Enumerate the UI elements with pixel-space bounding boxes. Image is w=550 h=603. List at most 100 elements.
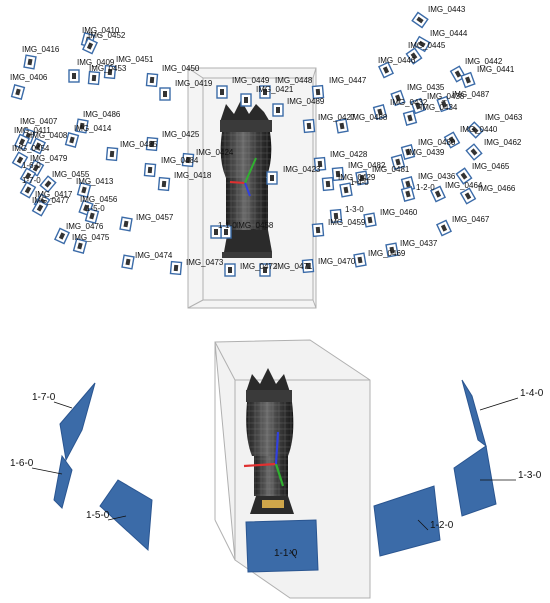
camera-frame-icon[interactable] bbox=[311, 222, 325, 238]
camera-frame-icon[interactable] bbox=[10, 84, 26, 100]
camera-frame-icon[interactable] bbox=[259, 85, 271, 99]
camera-frame-icon[interactable] bbox=[119, 216, 133, 232]
camera-frame-icon[interactable] bbox=[413, 35, 431, 53]
label-leader-line bbox=[289, 549, 297, 559]
camera-plane[interactable] bbox=[453, 445, 497, 517]
camera-frame-icon[interactable] bbox=[143, 162, 157, 178]
camera-frame-icon[interactable] bbox=[311, 84, 325, 100]
camera-label: IMG_0474 bbox=[135, 251, 173, 260]
camera-label: IMG_0467 bbox=[452, 215, 490, 224]
camera-frame-icon[interactable] bbox=[321, 176, 335, 192]
camera-frame-icon[interactable] bbox=[23, 54, 37, 70]
camera-frame-icon[interactable] bbox=[157, 176, 171, 192]
camera-frame-icon[interactable] bbox=[121, 254, 135, 270]
camera-frame-icon[interactable] bbox=[443, 131, 461, 149]
camera-frame-icon[interactable] bbox=[103, 64, 117, 80]
camera-frame-icon[interactable] bbox=[105, 146, 119, 162]
camera-frame-icon[interactable] bbox=[19, 181, 37, 199]
camera-plane[interactable] bbox=[373, 485, 441, 557]
camera-frame-icon[interactable] bbox=[400, 144, 416, 160]
camera-label: IMG_0436 bbox=[418, 172, 456, 181]
camera-label: IMG_0441 bbox=[477, 65, 515, 74]
camera-label: IMG_0476 bbox=[66, 222, 104, 231]
camera-label: IMG_0462 bbox=[484, 138, 522, 147]
camera-label: 1-3-0 bbox=[518, 470, 542, 481]
camera-frame-icon[interactable] bbox=[385, 242, 399, 258]
camera-frame-icon[interactable] bbox=[181, 152, 195, 168]
camera-frame-icon[interactable] bbox=[72, 238, 88, 254]
camera-frame-icon[interactable] bbox=[430, 185, 446, 203]
camera-frame-icon[interactable] bbox=[87, 70, 101, 86]
camera-frame-icon[interactable] bbox=[11, 151, 29, 169]
camera-frame-icon[interactable] bbox=[54, 227, 70, 245]
camera-frame-icon[interactable] bbox=[266, 171, 278, 185]
camera-label: IMG_0419 bbox=[175, 79, 213, 88]
camera-plane[interactable] bbox=[99, 479, 153, 552]
camera-plane[interactable] bbox=[245, 519, 319, 573]
camera-frame-icon[interactable] bbox=[145, 136, 159, 152]
camera-frame-icon[interactable] bbox=[466, 121, 484, 139]
camera-label: IMG_0486 bbox=[83, 110, 121, 119]
camera-label: IMG_0482 bbox=[348, 161, 386, 170]
camera-frame-icon[interactable] bbox=[436, 219, 452, 237]
camera-frame-icon[interactable] bbox=[224, 263, 236, 277]
camera-frame-icon[interactable] bbox=[410, 97, 426, 115]
camera-plane[interactable] bbox=[59, 382, 96, 462]
camera-label: IMG_0435 bbox=[407, 83, 445, 92]
camera-frame-icon[interactable] bbox=[313, 156, 327, 172]
camera-frame-icon[interactable] bbox=[400, 186, 416, 202]
camera-frame-icon[interactable] bbox=[411, 11, 429, 29]
camera-label: IMG_0447 bbox=[329, 76, 367, 85]
camera-label: 1-5-0 bbox=[86, 204, 105, 213]
camera-frame-icon[interactable] bbox=[390, 89, 406, 107]
camera-frame-icon[interactable] bbox=[31, 199, 49, 217]
camera-label: IMG_0424 bbox=[196, 148, 234, 157]
camera-frame-icon[interactable] bbox=[390, 154, 406, 170]
camera-frame-icon[interactable] bbox=[76, 182, 92, 198]
camera-frame-icon[interactable] bbox=[405, 47, 423, 65]
camera-frame-icon[interactable] bbox=[19, 167, 37, 185]
camera-plane[interactable] bbox=[461, 379, 487, 448]
camera-frame-icon[interactable] bbox=[272, 103, 284, 117]
camera-frame-icon[interactable] bbox=[460, 71, 476, 89]
camera-label: IMG_0406 bbox=[10, 73, 48, 82]
camera-frame-icon[interactable] bbox=[216, 85, 228, 99]
camera-frame-icon[interactable] bbox=[75, 118, 89, 134]
camera-plane[interactable] bbox=[53, 454, 73, 509]
camera-label: IMG_0428 bbox=[330, 150, 368, 159]
camera-frame-icon[interactable] bbox=[259, 263, 271, 277]
camera-frame-icon[interactable] bbox=[339, 182, 353, 198]
camera-frame-icon[interactable] bbox=[329, 208, 343, 224]
camera-frame-icon[interactable] bbox=[39, 175, 57, 193]
camera-frame-icon[interactable] bbox=[14, 133, 30, 151]
camera-frame-icon[interactable] bbox=[159, 87, 171, 101]
camera-frame-icon[interactable] bbox=[459, 187, 477, 205]
bottom-label-layer: 1-7-01-6-01-5-01-1-01-2-01-3-01-4-0 bbox=[10, 388, 544, 559]
camera-frame-icon[interactable] bbox=[302, 118, 316, 134]
camera-frame-icon[interactable] bbox=[68, 69, 80, 83]
camera-frame-icon[interactable] bbox=[30, 137, 46, 155]
camera-frame-icon[interactable] bbox=[378, 61, 394, 79]
camera-frame-icon[interactable] bbox=[301, 258, 315, 274]
camera-frame-icon[interactable] bbox=[240, 93, 252, 107]
camera-frame-icon[interactable] bbox=[335, 118, 349, 134]
camera-frame-icon[interactable] bbox=[331, 166, 345, 182]
camera-frame-icon[interactable] bbox=[465, 143, 483, 161]
camera-frame-icon[interactable] bbox=[455, 167, 473, 185]
camera-frame-icon[interactable] bbox=[372, 104, 388, 120]
camera-label: IMG_0487 bbox=[452, 90, 490, 99]
camera-frame-icon[interactable] bbox=[84, 208, 100, 224]
camera-frame-icon[interactable] bbox=[363, 212, 377, 228]
camera-frame-icon[interactable] bbox=[82, 37, 98, 55]
camera-frame-icon[interactable] bbox=[436, 95, 452, 113]
camera-label: IMG_0452 bbox=[88, 31, 126, 40]
camera-frame-icon[interactable] bbox=[353, 252, 367, 268]
label-leader-line bbox=[107, 515, 127, 521]
camera-frame-icon[interactable] bbox=[210, 225, 222, 239]
camera-frame-icon[interactable] bbox=[64, 132, 80, 148]
camera-frame-icon[interactable] bbox=[402, 110, 418, 126]
camera-frame-icon[interactable] bbox=[355, 170, 369, 186]
camera-frame-icon[interactable] bbox=[145, 72, 159, 88]
top-axes bbox=[229, 157, 257, 197]
camera-frame-icon[interactable] bbox=[169, 260, 183, 276]
